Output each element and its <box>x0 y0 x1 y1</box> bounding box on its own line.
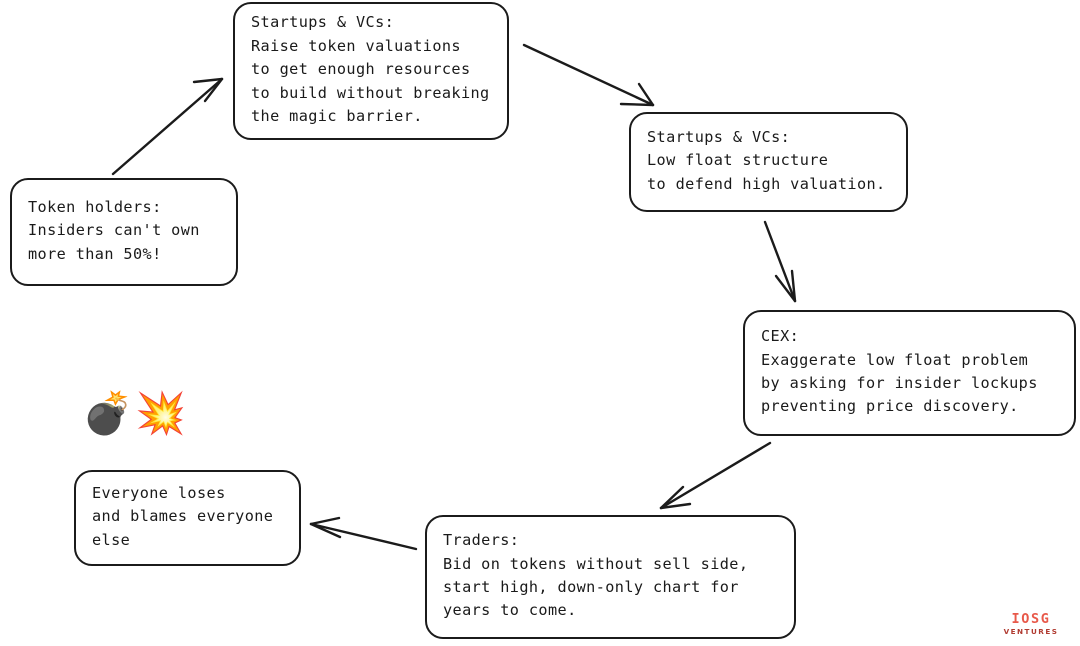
node-text-line: more than 50%! <box>28 244 162 263</box>
edge-low-float-to-cex <box>763 220 797 303</box>
node-text-line: Bid on tokens without sell side, <box>443 554 749 573</box>
bomb-icon: 💣 <box>82 389 136 437</box>
logo-wordmark: IOSG <box>1011 611 1051 627</box>
startups-vcs-low-float-node[interactable]: Startups & VCs: Low float structure to d… <box>629 112 908 212</box>
node-text-line: to defend high valuation. <box>647 174 886 193</box>
logo-subtitle: VENTURES <box>1003 627 1059 636</box>
node-text-line: Exaggerate low float problem <box>761 350 1029 369</box>
node-text-line: by asking for insider lockups <box>761 374 1038 392</box>
traders-node[interactable]: Traders: Bid on tokens without sell side… <box>425 515 796 639</box>
edge-startups-raise-to-low-float <box>522 43 655 107</box>
node-text-line: Token holders: <box>28 197 162 216</box>
node-text-line: Low float structure <box>647 151 829 170</box>
edge-traders-to-everyone-loses <box>309 516 418 551</box>
node-text-line: else <box>92 530 131 549</box>
node-text-line: Startups & VCs: <box>647 127 791 146</box>
node-text-line: Startups & VCs: <box>251 13 395 32</box>
node-text-line: CEX: <box>761 327 800 346</box>
node-text-line: and blames everyone <box>92 507 274 526</box>
node-text-line: Raise token valuations <box>251 36 461 55</box>
node-text-line: preventing price discovery. <box>761 397 1019 416</box>
bomb-explosion-emoji: 💣💥 <box>82 393 188 434</box>
edge-cex-to-traders <box>659 441 772 510</box>
iosg-ventures-logo: IOSG VENTURES <box>995 612 1067 636</box>
node-text-line: start high, down-only chart for <box>443 578 739 596</box>
token-holders-node[interactable]: Token holders: Insiders can't own more t… <box>10 178 238 286</box>
collision-icon: 💥 <box>135 389 189 437</box>
node-text-line: to build without breaking <box>251 83 490 102</box>
startups-vcs-raise-node[interactable]: Startups & VCs: Raise token valuations t… <box>233 2 509 140</box>
node-text-line: the magic barrier. <box>251 107 423 126</box>
everyone-loses-node[interactable]: Everyone loses and blames everyone else <box>74 470 301 566</box>
cex-node[interactable]: CEX: Exaggerate low float problem by ask… <box>743 310 1076 436</box>
node-text-line: years to come. <box>443 601 577 620</box>
edge-token-holders-to-startups-raise <box>111 77 224 176</box>
node-text-line: Everyone loses <box>92 483 226 502</box>
node-text-line: to get enough resources <box>251 60 471 79</box>
node-text-line: Traders: <box>443 531 520 550</box>
node-text-line: Insiders can't own <box>28 221 200 240</box>
